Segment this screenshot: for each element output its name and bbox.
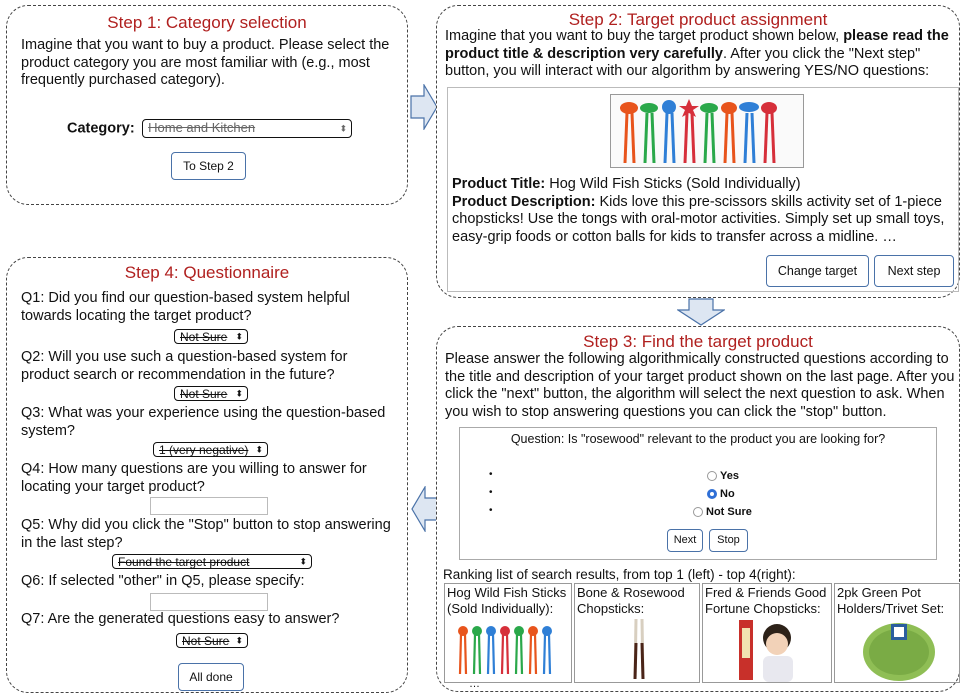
option-yes[interactable]: Yes <box>707 470 739 482</box>
result-title: Bone & Rosewood Chopsticks: <box>577 585 685 616</box>
q3-text: Q3: What was your experience using the q… <box>21 405 386 439</box>
stop-button[interactable]: Stop <box>709 529 748 552</box>
result-image <box>863 623 935 681</box>
product-title-label: Product Title: <box>452 176 546 192</box>
result-image <box>633 618 645 680</box>
q7-text: Q7: Are the generated questions easy to … <box>21 611 340 627</box>
q5-select[interactable]: Found the target product ⬍ <box>112 554 312 569</box>
question-box: Question: Is "rosewood" relevant to the … <box>459 427 937 560</box>
radio-selected-icon <box>707 489 717 499</box>
q1-value: Not Sure <box>180 330 228 344</box>
option-label: Not Sure <box>706 506 752 518</box>
category-label: Category: <box>67 120 135 137</box>
q7-select[interactable]: Not Sure ⬍ <box>176 633 248 648</box>
option-no[interactable]: No <box>707 488 735 500</box>
arrow-right-icon <box>410 84 438 130</box>
option-not-sure[interactable]: Not Sure <box>693 506 752 518</box>
q2-select[interactable]: Not Sure ⬍ <box>174 386 248 401</box>
result-title: 2pk Green Pot Holders/Trivet Set: <box>837 585 945 616</box>
q7-value: Not Sure <box>182 634 230 648</box>
bullet-icon: • <box>489 487 493 498</box>
select-arrows-icon: ⬍ <box>299 556 307 566</box>
radio-icon <box>707 471 717 481</box>
step3-title: Step 3: Find the target product <box>583 332 813 351</box>
radio-icon <box>693 507 703 517</box>
bullet-icon: • <box>489 505 493 516</box>
target-product-card: Product Title: Hog Wild Fish Sticks (Sol… <box>447 87 959 292</box>
ellipsis-text: … <box>469 678 480 690</box>
product-desc-label: Product Description: <box>452 193 596 210</box>
step2-instructions: Imagine that you want to buy the target … <box>445 28 957 81</box>
select-arrows-icon: ⬍ <box>235 331 243 341</box>
ranking-label: Ranking list of search results, from top… <box>443 567 796 582</box>
all-done-button[interactable]: All done <box>178 663 244 691</box>
q2-value: Not Sure <box>180 387 228 401</box>
step4-title: Step 4: Questionnaire <box>124 263 290 282</box>
category-select[interactable]: Home and Kitchen ⬍ <box>142 119 353 138</box>
step2-intro-b: . After you click the "Next step" button… <box>445 45 930 80</box>
q3-value: 1 (very negative) <box>159 443 249 457</box>
step1-title: Step 1: Category selection <box>107 13 307 32</box>
q2-text: Q2: Will you use such a question-based s… <box>21 349 348 383</box>
option-label: No <box>720 488 735 500</box>
step2-panel: Step 2: Target product assignment Imagin… <box>436 5 960 298</box>
next-button[interactable]: Next <box>667 529 703 552</box>
question-text: Question: Is "rosewood" relevant to the … <box>510 432 886 446</box>
product-description: Kids love this pre-scissors skills activ… <box>452 193 945 245</box>
select-arrows-icon: ⬍ <box>255 444 263 454</box>
result-item-4[interactable]: 2pk Green Pot Holders/Trivet Set: <box>834 583 960 683</box>
select-arrows-icon: ⬍ <box>235 635 243 645</box>
q4-input[interactable] <box>150 497 268 515</box>
bullet-icon: • <box>489 469 493 480</box>
result-item-2[interactable]: Bone & Rosewood Chopsticks: <box>574 583 700 683</box>
result-item-3[interactable]: Fred & Friends Good Fortune Chopsticks: <box>702 583 832 683</box>
q1-text: Q1: Did you find our question-based syst… <box>21 290 350 324</box>
q1-select[interactable]: Not Sure ⬍ <box>174 329 248 344</box>
category-value: Home and Kitchen <box>148 120 256 135</box>
q6-text: Q6: If selected "other" in Q5, please sp… <box>21 573 305 589</box>
q3-select[interactable]: 1 (very negative) ⬍ <box>153 442 268 457</box>
q5-text: Q5: Why did you click the "Stop" button … <box>21 517 391 551</box>
step2-title: Step 2: Target product assignment <box>568 10 828 29</box>
step1-panel: Step 1: Category selection Imagine that … <box>6 5 408 205</box>
step2-intro-bold: please read the product title & descript… <box>445 28 949 62</box>
category-row: Category: Home and Kitchen ⬍ <box>67 119 353 138</box>
step4-panel: Step 4: Questionnaire Q1: Did you find o… <box>6 257 408 693</box>
next-step-button[interactable]: Next step <box>874 255 954 287</box>
select-arrows-icon: ⬍ <box>339 123 348 133</box>
select-arrows-icon: ⬍ <box>235 388 243 398</box>
product-info: Product Title: Hog Wild Fish Sticks (Sol… <box>452 176 958 246</box>
result-title: Fred & Friends Good Fortune Chopsticks: <box>705 585 827 616</box>
to-step2-button[interactable]: To Step 2 <box>171 152 246 180</box>
q4-text: Q4: How many questions are you willing t… <box>21 461 367 495</box>
option-label: Yes <box>720 470 739 482</box>
product-image <box>610 94 804 168</box>
step3-instructions: Please answer the following algorithmica… <box>445 351 955 420</box>
result-image <box>739 620 793 682</box>
chopsticks-image <box>620 99 777 164</box>
result-item-1[interactable]: Hog Wild Fish Sticks (Sold Individually)… <box>444 583 572 683</box>
result-image <box>458 626 552 675</box>
step2-intro-a: Imagine that you want to buy the target … <box>445 28 844 44</box>
product-title: Hog Wild Fish Sticks (Sold Individually) <box>549 176 801 192</box>
q6-input[interactable] <box>150 593 268 611</box>
step1-instructions: Imagine that you want to buy a product. … <box>21 37 390 88</box>
result-title: Hog Wild Fish Sticks (Sold Individually)… <box>447 585 567 616</box>
change-target-button[interactable]: Change target <box>766 255 869 287</box>
arrow-down-icon <box>677 298 725 326</box>
arrow-left-icon <box>411 486 439 532</box>
q5-value: Found the target product <box>118 555 250 569</box>
